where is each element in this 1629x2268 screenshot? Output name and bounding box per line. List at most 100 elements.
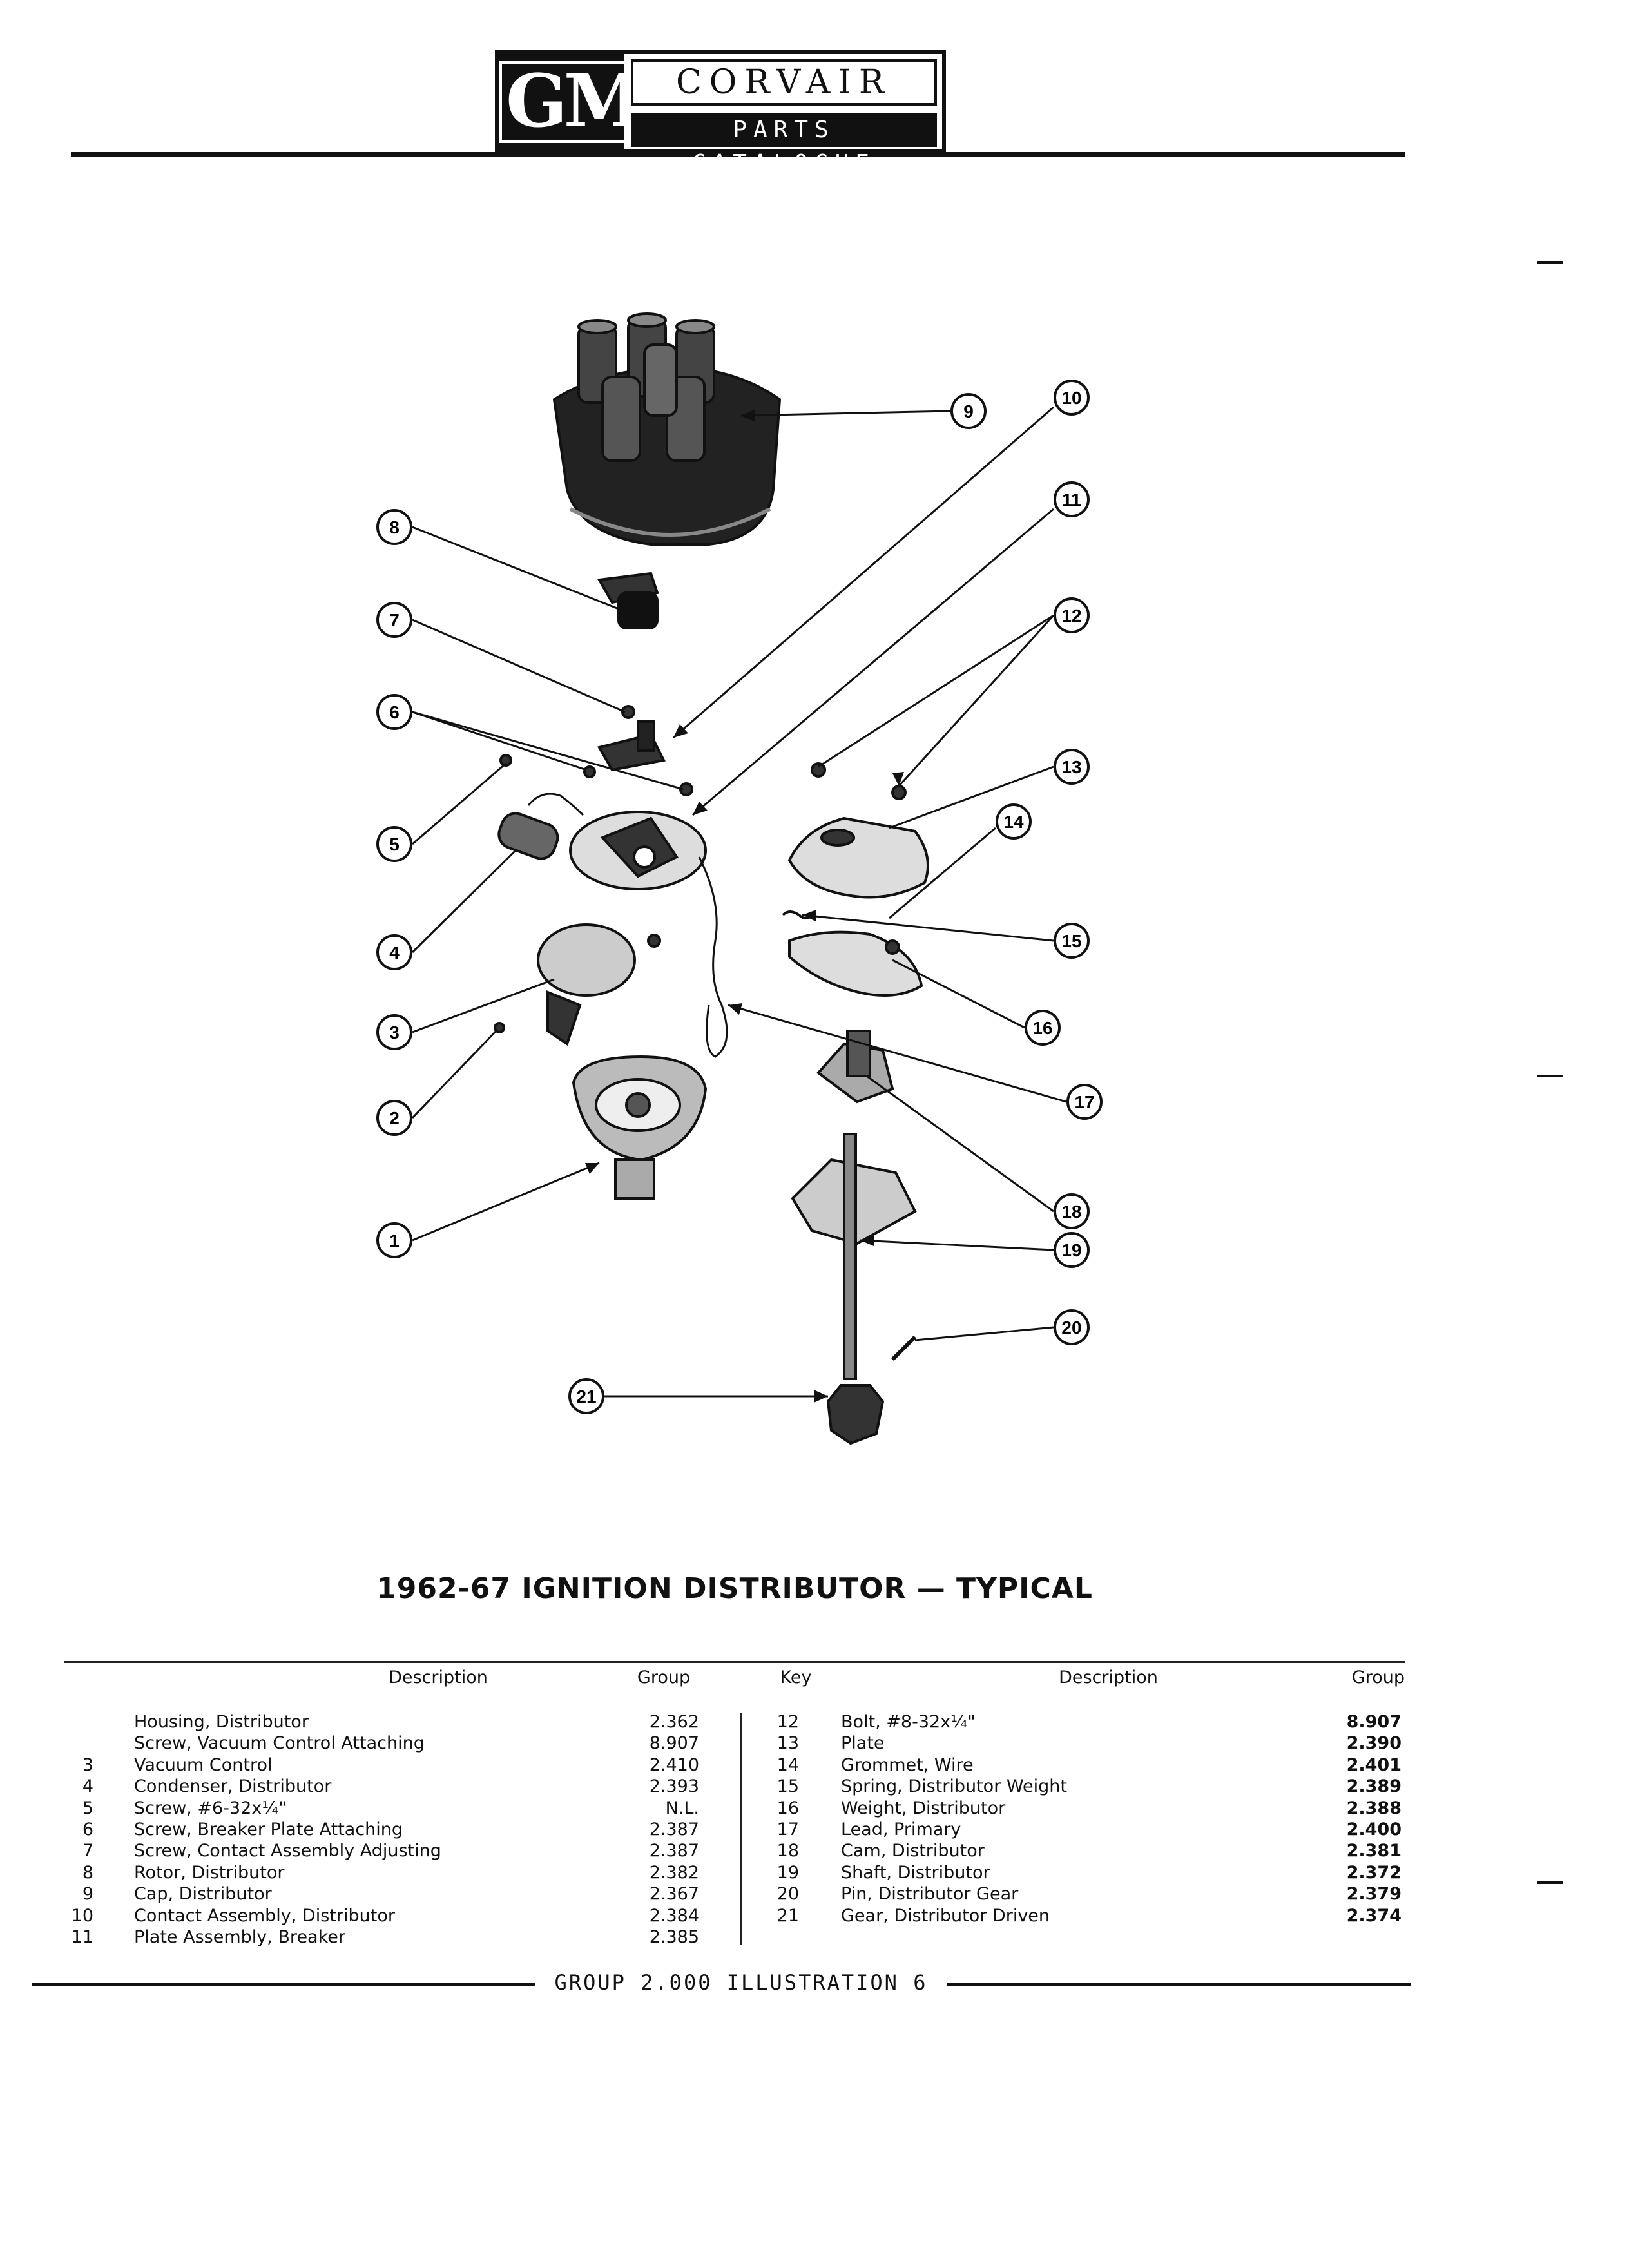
callout-circle — [376, 826, 412, 862]
part-description: Cap, Distributor — [134, 1884, 272, 1905]
part-key: 6 — [82, 1820, 93, 1840]
part-group: 2.389 — [1346, 1776, 1402, 1797]
part-group: 2.387 — [649, 1820, 699, 1840]
part-key: 16 — [776, 1798, 799, 1818]
part-group: 2.385 — [649, 1927, 699, 1947]
callout-circle — [376, 934, 412, 970]
callout-number: 10 — [1061, 388, 1081, 408]
part-description: Screw, Breaker Plate Attaching — [134, 1820, 403, 1840]
catalogue-subtitle: PARTS CATALOGUE — [631, 113, 937, 177]
callout-number: 12 — [1061, 606, 1081, 626]
leader-arrowheads — [585, 409, 904, 1403]
callout-circle — [996, 803, 1032, 840]
part-group: 2.362 — [649, 1712, 699, 1732]
callout-circle — [376, 694, 412, 730]
part-key: 20 — [776, 1884, 799, 1905]
callout-circle — [1054, 749, 1090, 785]
callout-number: 5 — [389, 834, 400, 854]
part-group: 2.393 — [649, 1776, 699, 1797]
footer-rule-right — [947, 1983, 1411, 1986]
part-description: Spring, Distributor Weight — [841, 1776, 1067, 1797]
header-group-left: Group — [637, 1667, 691, 1687]
part-description: Gear, Distributor Driven — [841, 1905, 1050, 1926]
part-key — [64, 1711, 93, 1733]
part-description: Screw, #6-32x¼" — [134, 1798, 287, 1818]
part-description: Cam, Distributor — [841, 1841, 985, 1861]
callout-number: 2 — [389, 1108, 400, 1128]
primary-lead-part — [698, 856, 728, 1058]
callout-13: 13 — [1054, 749, 1090, 785]
callout-number: 4 — [389, 943, 400, 963]
callout-circle — [1054, 1193, 1090, 1229]
callout-7: 7 — [376, 602, 412, 638]
part-key: 5 — [82, 1798, 93, 1818]
callout-11: 11 — [1054, 481, 1090, 517]
callout-12: 12 — [1054, 597, 1090, 633]
callout-3: 3 — [376, 1014, 412, 1050]
part-key: 10 — [71, 1905, 93, 1926]
callout-21: 21 — [568, 1378, 604, 1414]
callout-circle — [376, 1014, 412, 1050]
part-group: 2.379 — [1346, 1884, 1402, 1905]
header-rule — [71, 152, 1405, 157]
callout-19: 19 — [1054, 1232, 1090, 1268]
plate-part — [787, 816, 929, 899]
callout-circle — [950, 393, 987, 429]
part-key: 21 — [776, 1905, 799, 1926]
part-description: Condenser, Distributor — [134, 1776, 332, 1797]
part-key: 15 — [776, 1776, 799, 1797]
part-description: Shaft, Distributor — [841, 1862, 990, 1883]
part-key — [64, 1733, 93, 1754]
callout-10: 10 — [1054, 380, 1090, 416]
part-description: Bolt, #8-32x¼" — [841, 1712, 976, 1732]
callout-circle — [1054, 481, 1090, 517]
gm-logo: GM — [499, 54, 647, 149]
part-group: 2.410 — [649, 1754, 699, 1775]
part-key: 12 — [776, 1712, 799, 1732]
part-key: 9 — [82, 1884, 93, 1905]
part-description: Screw, Vacuum Control Attaching — [134, 1733, 425, 1754]
callout-2: 2 — [376, 1100, 412, 1136]
part-description: Grommet, Wire — [841, 1754, 974, 1775]
header-description-right: Description — [1059, 1667, 1158, 1687]
shaft-part — [791, 1133, 917, 1380]
callout-number: 16 — [1032, 1018, 1052, 1038]
catalogue-title: CORVAIR — [631, 59, 937, 106]
callout-circle — [376, 509, 412, 545]
margin-mark — [1537, 1075, 1563, 1077]
callout-number: 11 — [1062, 490, 1081, 510]
callout-18: 18 — [1054, 1193, 1090, 1229]
callout-number: 1 — [389, 1231, 400, 1251]
part-key: 13 — [776, 1733, 799, 1754]
callout-number: 20 — [1061, 1318, 1081, 1338]
weight-part — [788, 930, 923, 997]
part-description: Pin, Distributor Gear — [841, 1884, 1019, 1905]
part-group: 2.381 — [1346, 1841, 1402, 1861]
callout-circle — [1054, 597, 1090, 633]
part-group: 8.907 — [649, 1733, 699, 1754]
catalogue-logo: GM CORVAIR PARTS CATALOGUE — [495, 50, 946, 177]
header-key-right: Key — [780, 1667, 812, 1687]
part-group: 2.390 — [1346, 1733, 1402, 1754]
leader-lines — [411, 406, 1067, 1398]
part-group: 2.382 — [649, 1862, 699, 1883]
part-description: Weight, Distributor — [841, 1798, 1006, 1818]
callout-number: 18 — [1061, 1202, 1081, 1222]
callout-5: 5 — [376, 826, 412, 862]
figure-caption: 1962-67 IGNITION DISTRIBUTOR — TYPICAL — [376, 1572, 1093, 1605]
callout-circle — [1054, 923, 1090, 959]
callout-circle — [1054, 380, 1090, 416]
header-group-right: Group — [1351, 1667, 1405, 1687]
footer-rule-left — [32, 1983, 535, 1986]
part-description: Housing, Distributor — [134, 1712, 309, 1732]
part-key: 3 — [82, 1754, 93, 1775]
footer-label: GROUP 2.000 ILLUSTRATION 6 — [554, 1970, 928, 1995]
part-description: Screw, Contact Assembly Adjusting — [134, 1841, 441, 1861]
margin-mark — [1537, 261, 1563, 264]
part-key: 4 — [82, 1776, 93, 1797]
rotor-part — [597, 572, 659, 629]
part-group: 2.387 — [649, 1841, 699, 1861]
part-group: 2.374 — [1346, 1905, 1402, 1926]
part-key: 18 — [776, 1841, 799, 1861]
cam-part — [816, 1030, 894, 1104]
